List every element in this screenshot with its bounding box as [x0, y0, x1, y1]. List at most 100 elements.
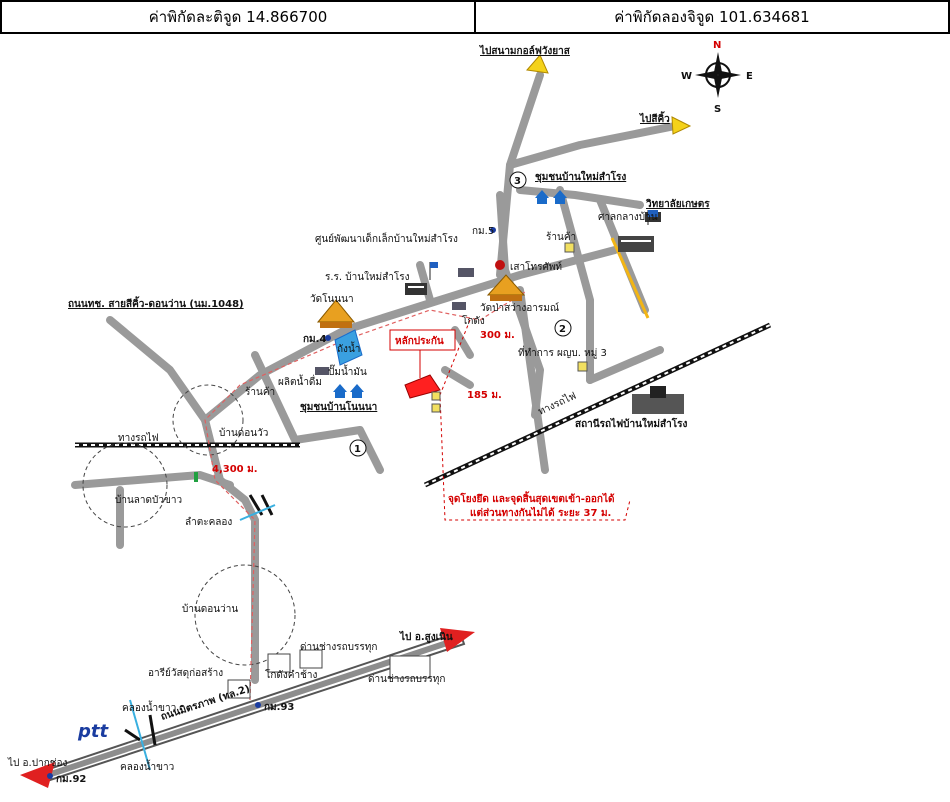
compass-e: E: [746, 71, 753, 82]
label-kodang: โกดัง: [462, 314, 485, 327]
label-shrine: ศาลกลางบ้าน: [598, 211, 658, 223]
badge-2: 2: [559, 324, 566, 335]
label-telephone-pole: เสาโทรศัพท์: [510, 260, 562, 273]
site-plot: [404, 374, 441, 399]
km92-marker: [47, 773, 53, 779]
label-wat-nongna: วัดโนนนา: [310, 292, 354, 305]
compass-icon: N S W E: [681, 40, 753, 115]
flag-icons: [429, 210, 658, 280]
label-lamtakhlong: ลำตะคลอง: [185, 517, 232, 528]
label-service-2: อารีย์วัสดุก่อสร้าง: [148, 667, 223, 679]
label-service-1: ด่านช่างรถบรรทุก: [300, 642, 377, 653]
label-community-nonna: ชุมชนบ้านโนนนา: [300, 400, 377, 413]
school-building-icon: [405, 283, 427, 295]
circle-ban-don-wan: [194, 564, 296, 666]
label-to-sikhio: ไปสีคิ้ว: [639, 111, 670, 125]
road-ne-1: [516, 186, 644, 209]
compass-n: N: [713, 40, 721, 51]
arrow-to-golf: [526, 54, 549, 74]
road-school: [416, 261, 434, 304]
label-dist-4300: 4,300 ม.: [212, 464, 258, 475]
label-to-golf: ไปสนามกอล์ฟวังยาส: [479, 44, 571, 57]
arrow-to-sikhio: [671, 116, 692, 135]
local-roads: [71, 71, 684, 684]
road-side-1: [251, 351, 384, 474]
road-ban-lat: [71, 471, 234, 489]
telephone-pole-icon: [495, 260, 505, 270]
label-khlong-bottom: คลองน้ำขาว: [120, 759, 174, 773]
label-khlong-top: คลองน้ำขาว: [122, 700, 176, 714]
label-service-3: โกดังคำช้าง: [265, 668, 318, 681]
km-markers: [47, 227, 496, 779]
road-3: [586, 346, 664, 384]
label-station: สถานีรถไฟบ้านใหม่สำโรง: [575, 417, 687, 430]
coordinate-header: ค่าพิกัดละติจูด 14.866700 ค่าพิกัดลองจิจ…: [0, 0, 950, 34]
label-km4: กม.4: [303, 334, 326, 345]
label-parking-note-1: จุดโยงยึด และจุดสิ้นสุดเขตเข้า-ออกได้: [448, 491, 615, 505]
road-to-sikhio: [506, 121, 684, 169]
label-fuel-pump: ปั๊มน้ำมัน: [328, 364, 367, 378]
circle-ban-lat: [82, 442, 168, 528]
village-circles: [82, 384, 296, 666]
arrow-to-sungnoen: [440, 628, 475, 652]
road-south: [201, 416, 259, 684]
water-tank-plot: [334, 329, 363, 366]
temple-icon-nongna: [316, 299, 356, 328]
label-college: วิทยาลัยเกษตร: [646, 198, 711, 210]
label-wat-pasawang: วัดป่าสว่างอารมณ์: [480, 302, 559, 314]
fuel-pump-icon: [315, 367, 329, 375]
label-shop-w: ร้านค้า: [245, 386, 275, 398]
road-side-3: [451, 326, 474, 359]
label-community-north: ชุมชนบ้านใหม่สำโรง: [535, 170, 626, 183]
km93-marker: [255, 702, 261, 708]
arrow-to-pakchong: [20, 762, 55, 788]
label-to-sungnoen: ไป อ.สูงเนิน: [399, 630, 453, 644]
label-shop-ne: ร้านค้า: [546, 231, 576, 243]
label-km5: กม.5: [472, 226, 494, 237]
temple-icon-pasawang: [486, 274, 526, 301]
label-parking-note-2: แต่ส่วนทางกันไม่ได้ ระยะ 37 ม.: [470, 506, 611, 519]
label-ban-don-wua: บ้านดอนวัว: [219, 427, 268, 439]
station-icon: [632, 386, 684, 414]
badge-3: 3: [514, 176, 521, 187]
khlong-stream: [129, 699, 151, 771]
label-water-plant: ผลิตน้ำดื่ม: [278, 374, 322, 388]
label-ban-don-wan: บ้านดอนว่าน: [182, 603, 238, 615]
road-ne-2: [556, 186, 594, 384]
lamtakhlong-stream: [239, 504, 276, 521]
label-km93: กม.93: [264, 702, 294, 713]
label-railway-east: ทางรถไฟ: [536, 390, 578, 418]
ptt-logo: ptt: [77, 721, 109, 742]
label-childcare: ศูนย์พัฒนาเด็กเล็กบ้านใหม่สำโรง: [315, 231, 458, 245]
route-to-site: [204, 291, 526, 701]
shop-icons: [431, 242, 588, 413]
number-badges: 3 2 1: [349, 171, 572, 457]
circle-ban-don-wua: [172, 384, 244, 456]
green-marker: [194, 472, 198, 482]
label-water-tank: ถังน้ำ: [337, 341, 360, 355]
label-school: ร.ร. บ้านใหม่สำโรง: [325, 270, 410, 283]
svg-text:ptt: ptt: [77, 721, 109, 742]
compass-w: W: [681, 71, 692, 82]
road-main-diagonal: [201, 246, 619, 424]
house-icons-north: [535, 190, 567, 204]
route-dimension: [439, 319, 631, 521]
kodang-icon: [452, 302, 466, 310]
label-railway-west: ทางรถไฟ: [118, 432, 159, 444]
km4-marker: [325, 335, 331, 341]
childcare-icon: [458, 268, 474, 277]
bridges: [124, 494, 274, 746]
highway-2: [20, 628, 475, 788]
label-rural-road: ถนนทช. สายสีคิ้ว-ดอนว่าน (นม.1048): [68, 296, 244, 310]
label-village-head-office: ที่ทำการ ผญบ. หมู่ 3: [518, 345, 607, 359]
house-icons-nonna: [333, 384, 364, 398]
longitude-cell: ค่าพิกัดลองจิจูด 101.634681: [476, 0, 950, 34]
service-boxes: [227, 649, 431, 699]
badge-1: 1: [354, 444, 361, 455]
label-dist-185: 185 ม.: [467, 390, 502, 401]
label-dist-300: 300 ม.: [480, 330, 515, 341]
latitude-cell: ค่าพิกัดละติจูด 14.866700: [0, 0, 476, 34]
km5-marker: [490, 227, 496, 233]
label-service-4: ด่านช่างรถบรรทุก: [368, 674, 445, 685]
